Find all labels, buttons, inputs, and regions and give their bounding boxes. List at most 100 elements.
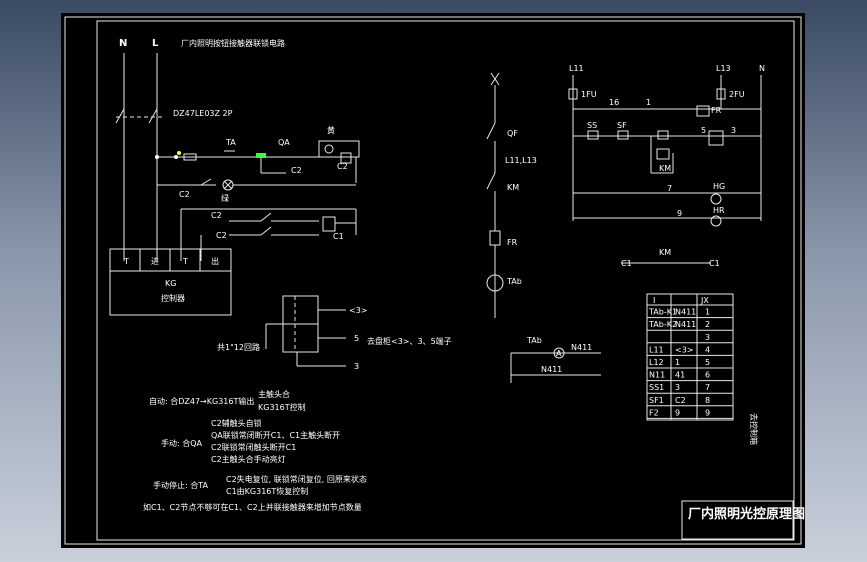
table-header-1: I [653, 296, 655, 305]
phase-label: L11,L13 [505, 156, 537, 165]
qf-label: QF [507, 129, 518, 138]
wire-16: 16 [609, 98, 619, 107]
hr-label: HR [713, 206, 725, 215]
fu2-label: 2FU [729, 90, 745, 99]
table-cell: 2 [705, 320, 710, 329]
fu1-label: 1FU [581, 90, 597, 99]
circuit-heading: 厂内照明按钮接触器联锁电路 [181, 38, 285, 48]
wire-5: 5 [701, 126, 706, 135]
km-label: KM [507, 183, 519, 192]
stop-line-1: C2失电复位, 联锁常闭复位, 回原来状态 [226, 474, 367, 484]
km-coil [708, 130, 724, 146]
manual-line-1: C2辅触头自锁 [211, 418, 262, 428]
ss-label: SS [587, 121, 597, 130]
relay-label-b: 5 [354, 334, 359, 343]
outer-frame [64, 16, 802, 545]
label-n: N [119, 38, 127, 49]
fr-element [489, 230, 501, 246]
controller-cell-3: T [182, 257, 188, 266]
manual-line-3: C2联锁常闭触头断开C1 [211, 442, 296, 452]
ammeter-icon [553, 347, 565, 359]
table-cell: 7 [705, 383, 710, 392]
stop-line-2: C1由KG316T恢复控制 [226, 486, 308, 496]
label-l: L [152, 38, 159, 49]
footnote: 如C1、C2节点不够可在C1、C2上并联接触器来增加节点数量 [143, 502, 362, 512]
main-circuit: QF L11,L13 KM FR TAb [486, 72, 537, 318]
controller-cell-1: T [123, 257, 129, 266]
hg-label: HG [713, 182, 725, 191]
manual-line-2: QA联锁常闭断开C1、C1主触头断开 [211, 430, 340, 440]
table-cell: 3 [705, 333, 710, 342]
table-cell: 9 [705, 408, 710, 417]
controller-cell-4: 出 [211, 256, 219, 266]
table-cell: 1 [675, 358, 680, 367]
controller-name: 控制器 [161, 293, 185, 303]
c1-b-label: C1 [709, 259, 720, 268]
stop-prefix: 手动停止: 合TA [153, 480, 209, 490]
table-cell: N411 [675, 308, 696, 317]
ta-label: TA [225, 138, 236, 147]
small-n2: N411 [541, 365, 562, 374]
right-fr-label: FR [711, 106, 722, 115]
ammeter-circuit: TAb N411 N411 A [510, 336, 601, 383]
l13-label: L13 [716, 64, 731, 73]
table-cell: SS1 [649, 383, 664, 392]
c1-coil [322, 216, 336, 232]
controller-cell-2: 进 [151, 257, 159, 266]
auto-prefix: 自动: 合DZ47→KG316T输出 [149, 396, 254, 406]
controller-model: KG [165, 279, 176, 288]
table-cell: C2 [675, 396, 686, 405]
table-cell: N411 [675, 320, 696, 329]
c1-label: C1 [333, 232, 344, 241]
table-header-2: JX [700, 296, 709, 305]
table-cell: F2 [649, 408, 659, 417]
table-cell: 6 [705, 371, 710, 380]
breaker-label: DZ47LE03Z 2P [173, 109, 233, 118]
auto-line-1: 主触头合 [258, 389, 290, 399]
auto-line-2: KG316T控制 [258, 402, 306, 412]
inner-frame [96, 20, 795, 541]
lamp-hg [710, 193, 722, 205]
small-a: A [556, 349, 562, 358]
wire-3: 3 [731, 126, 736, 135]
table-cell: TAb-K1 [648, 308, 677, 317]
manual-prefix: 手动: 合QA [161, 438, 203, 448]
qa-label: QA [278, 138, 290, 147]
sf-label: SF [617, 121, 627, 130]
km-mid-label: KM [659, 248, 671, 257]
c2-d-label: C2 [216, 231, 227, 240]
c1-a-label: C1 [621, 259, 632, 268]
lamp-hr [710, 215, 722, 227]
table-cell: SF1 [649, 396, 664, 405]
fr-contact [696, 105, 710, 117]
right-km-label: KM [659, 164, 671, 173]
table-cell: 41 [675, 371, 685, 380]
small-tab-label: TAb [526, 336, 542, 345]
manual-line-4: C2主触头合手动亮灯 [211, 454, 286, 464]
table-cell: TAb-K2 [648, 320, 677, 329]
controller-box: T 进 T 出 KG 控制器 [109, 248, 232, 316]
drawing-title: 厂内照明光控原理图 [688, 506, 805, 522]
qa-button-marker [256, 153, 266, 158]
wire-9: 9 [677, 209, 682, 218]
drawing-sheet: N L 厂内照明按钮接触器联锁电路 DZ47LE03Z 2P TA QA 黄 C… [61, 13, 805, 548]
table-cell: <3> [675, 345, 694, 354]
c2-coil-label: C2 [337, 162, 348, 171]
indicator-dot [177, 151, 181, 155]
l11-label: L11 [569, 64, 584, 73]
wire-7: 7 [667, 184, 672, 193]
title-block: 厂内照明光控原理图 [681, 500, 805, 540]
table-cell: 3 [675, 383, 680, 392]
table-cell: 4 [705, 345, 710, 354]
green-label: 绿 [221, 194, 229, 203]
small-n1: N411 [571, 343, 592, 352]
table-cell: 8 [705, 396, 710, 405]
relay-label-c: 3 [354, 362, 359, 371]
relay-label-a: <3> [349, 306, 368, 315]
relay-block: <3> 5 3 去盘柜<3>、3、5端子 共1"12回路 [217, 295, 452, 371]
table-cell: L11 [649, 345, 664, 354]
table-cell: N11 [649, 371, 665, 380]
notes-block: 自动: 合DZ47→KG316T输出 主触头合 KG316T控制 手动: 合QA… [143, 389, 367, 512]
n-label: N [759, 64, 765, 73]
table-cell: 5 [705, 358, 710, 367]
